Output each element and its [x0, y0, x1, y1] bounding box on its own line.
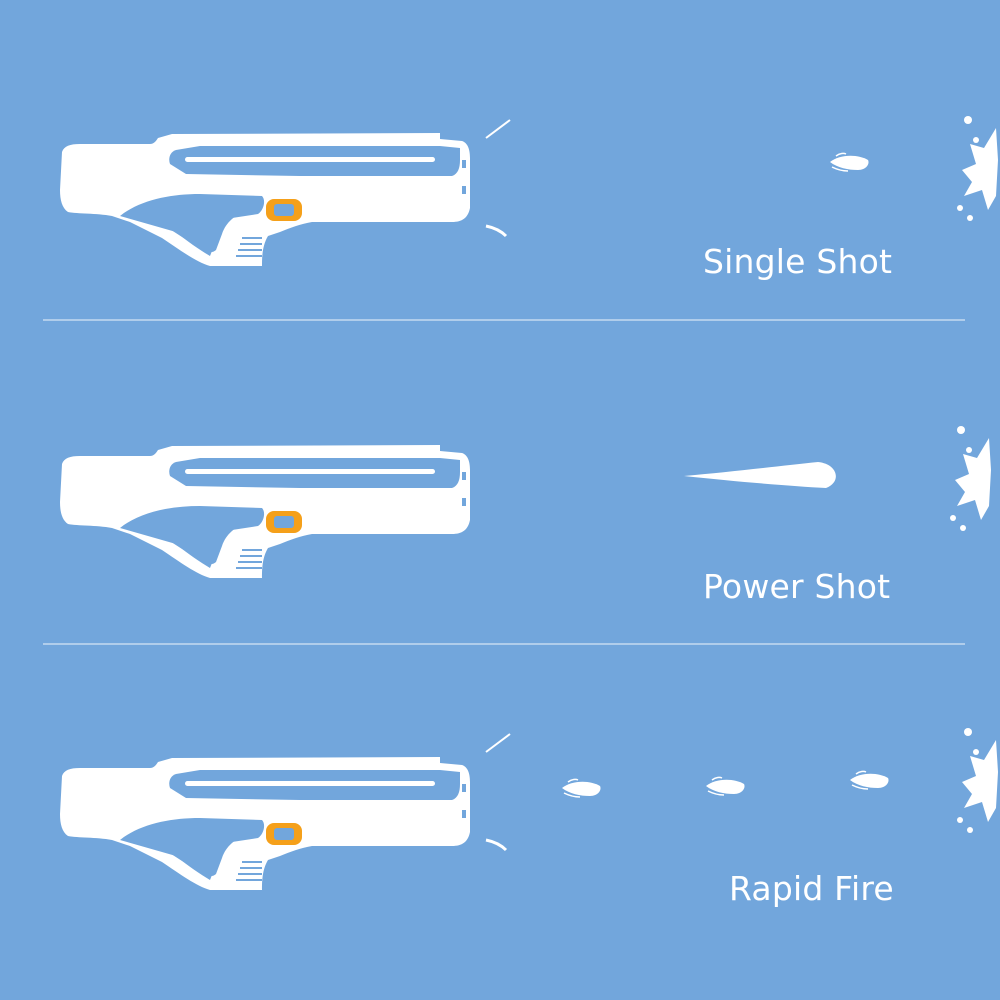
muzzle-flash-line [485, 838, 508, 852]
muzzle-flash-line [485, 224, 508, 238]
mode-label-single-shot: Single Shot [703, 242, 893, 281]
water-gun-icon [59, 756, 471, 891]
mode-row-single [59, 116, 998, 267]
splash-icon [957, 728, 998, 833]
mode-row-rapid [59, 728, 998, 891]
muzzle-flash-line [485, 119, 511, 139]
splash-icon [957, 116, 998, 221]
water-droplet-icon [705, 776, 746, 796]
water-stream-icon [684, 462, 836, 488]
water-droplet-icon [829, 152, 870, 172]
mode-row-power [59, 426, 991, 579]
mode-label-power-shot: Power Shot [703, 567, 891, 606]
water-gun-icon [59, 444, 471, 579]
water-droplet-icon [849, 770, 890, 790]
muzzle-flash-line [485, 733, 511, 753]
water-droplet-icon [561, 778, 602, 798]
mode-label-rapid-fire: Rapid Fire [729, 869, 894, 908]
splash-icon [950, 426, 991, 531]
water-gun-icon [59, 132, 471, 267]
